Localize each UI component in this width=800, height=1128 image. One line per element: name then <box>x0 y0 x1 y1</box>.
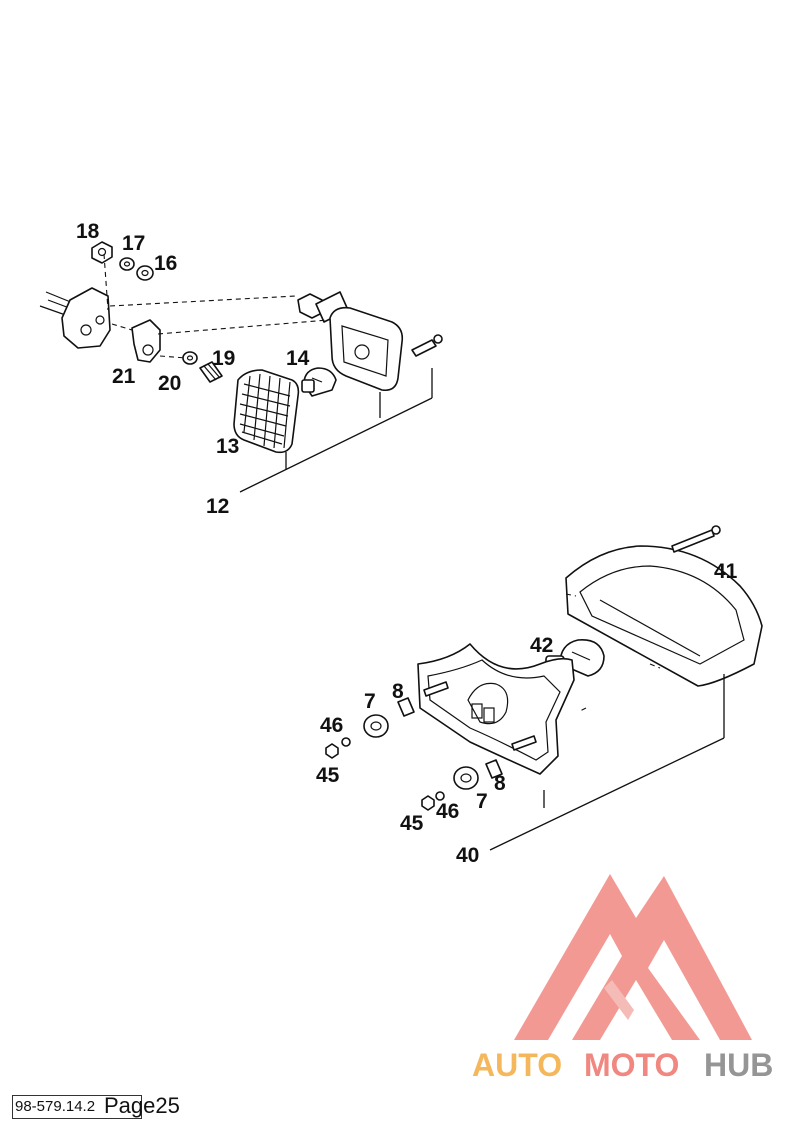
spacer-8-lower-icon <box>485 759 503 779</box>
label-12: 12 <box>206 495 229 518</box>
leader-lines-12 <box>239 368 433 493</box>
label-7-upper: 7 <box>364 690 376 713</box>
spacer-8-upper-icon <box>397 697 415 717</box>
document-id: 98-579.14.2 <box>12 1095 142 1119</box>
label-8-lower: 8 <box>494 772 506 795</box>
turn-signal-housing-icon <box>297 291 404 392</box>
nut-45-upper-icon <box>325 743 339 759</box>
watermark-logo: AUTO MOTO HUB <box>472 874 773 1083</box>
washer-20-icon <box>182 351 198 365</box>
tail-light-assembly <box>325 525 763 851</box>
label-16: 16 <box>154 252 177 275</box>
assembly-guide-lines <box>103 253 329 359</box>
nut-45-lower-icon <box>421 795 435 811</box>
screw-19-icon <box>199 361 223 383</box>
label-8-upper: 8 <box>392 680 404 703</box>
watermark-text-moto: MOTO <box>584 1047 679 1083</box>
grommet-7-upper-icon <box>363 714 389 738</box>
washer-17-icon <box>119 257 135 271</box>
label-19: 19 <box>212 347 235 370</box>
tail-lens-41-icon <box>565 545 763 687</box>
label-21: 21 <box>112 365 136 388</box>
tail-light-base-icon <box>417 643 575 775</box>
turn-signal-assembly <box>39 241 443 493</box>
label-13: 13 <box>216 435 239 458</box>
label-40: 40 <box>456 844 479 867</box>
label-46-upper: 46 <box>320 714 343 737</box>
bracket-21-icon <box>131 319 161 363</box>
part-labels: 18 17 16 21 20 19 14 13 12 41 42 7 8 46 … <box>76 220 738 867</box>
washer-46-upper-icon <box>341 737 351 747</box>
leader-lines-40 <box>489 674 725 851</box>
lens-13-icon <box>233 369 300 454</box>
page-number: Page25 <box>104 1093 180 1118</box>
watermark-text-hub: HUB <box>704 1047 773 1083</box>
label-7-lower: 7 <box>476 790 488 813</box>
wire-bracket-plate <box>39 287 111 349</box>
housing-screw-icon <box>411 334 443 357</box>
bulb-14-icon <box>301 367 337 397</box>
label-42: 42 <box>530 634 553 657</box>
label-45-upper: 45 <box>316 764 340 787</box>
label-20: 20 <box>158 372 181 395</box>
washer-46-lower-icon <box>435 791 445 801</box>
washer-16-icon <box>136 265 154 281</box>
label-45-lower: 45 <box>400 812 424 835</box>
tail-guide-lines <box>565 593 661 713</box>
nut-18-icon <box>91 241 113 264</box>
watermark-text-auto: AUTO <box>472 1047 562 1083</box>
label-46-lower: 46 <box>436 800 459 823</box>
tail-lens-screw-icon <box>671 525 721 553</box>
watermark-logo-icon <box>514 874 752 1040</box>
label-18: 18 <box>76 220 100 243</box>
label-14: 14 <box>286 347 310 370</box>
grommet-7-lower-icon <box>453 766 479 790</box>
label-17: 17 <box>122 232 145 255</box>
label-41: 41 <box>714 560 738 583</box>
